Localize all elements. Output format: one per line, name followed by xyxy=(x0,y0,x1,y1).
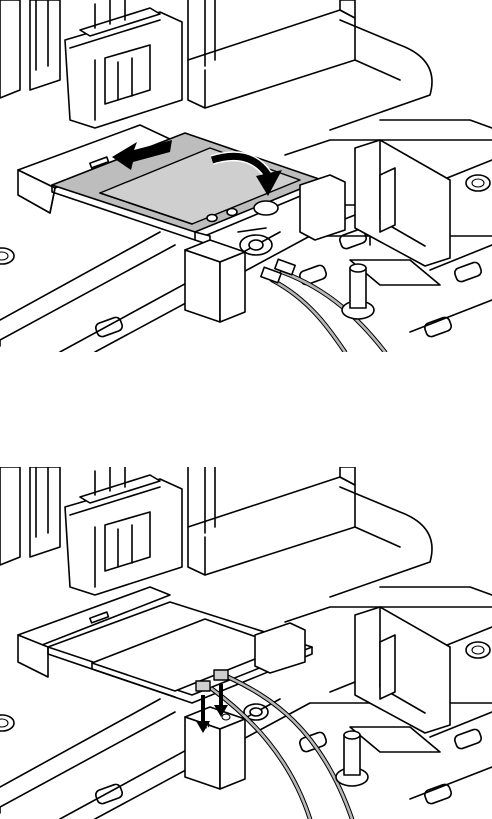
card-standoff xyxy=(185,228,272,322)
screw-post xyxy=(342,264,374,319)
screw-post xyxy=(336,731,368,786)
step-disconnect-cables-panel xyxy=(0,467,492,819)
left-connectors xyxy=(0,0,60,98)
step-remove-card-panel xyxy=(0,0,492,352)
sata-connector xyxy=(65,467,182,595)
pcie-slot xyxy=(188,0,355,108)
retention-latch xyxy=(300,140,450,266)
step-remove-card-drawing xyxy=(0,0,492,352)
card-standoff xyxy=(185,704,268,789)
sata-connector xyxy=(65,0,182,128)
step-disconnect-cables-drawing xyxy=(0,467,492,819)
pcie-slot xyxy=(188,467,355,575)
left-connectors xyxy=(0,467,60,565)
